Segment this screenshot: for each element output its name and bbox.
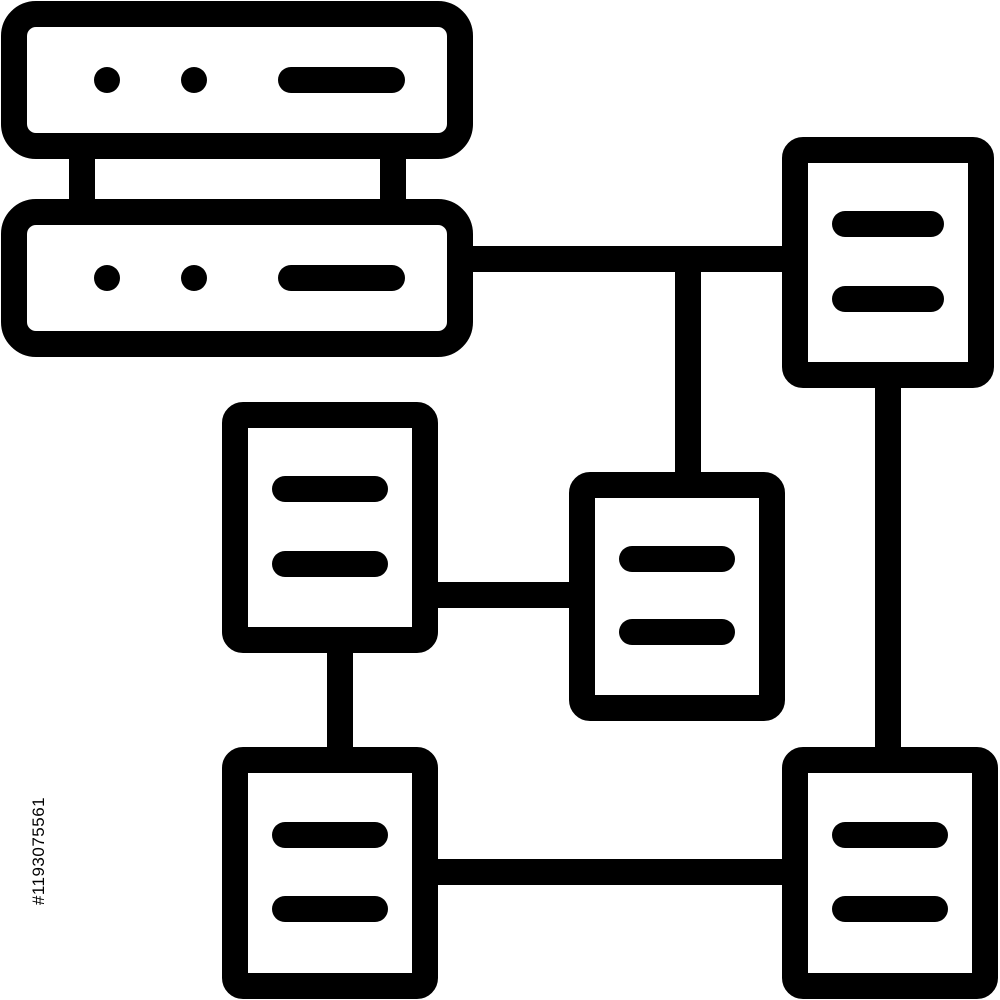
node-middle [569, 472, 785, 721]
node-box [782, 137, 994, 388]
server-unit-body [1, 199, 473, 357]
status-light-icon [94, 67, 120, 93]
status-light-icon [94, 265, 120, 291]
server-unit-body [1, 1, 473, 159]
node-box [222, 402, 438, 653]
node-bottom-right [782, 747, 998, 999]
server-unit-bottom [1, 199, 473, 357]
node-top-right [782, 137, 994, 388]
server-stack [1, 1, 473, 357]
node-box [782, 747, 998, 999]
document-nodes [222, 137, 998, 999]
status-light-icon [181, 265, 207, 291]
node-bottom-left [222, 747, 438, 999]
node-box [569, 472, 785, 721]
node-left [222, 402, 438, 653]
status-light-icon [181, 67, 207, 93]
server-unit-top [1, 1, 473, 159]
connector-lines [327, 246, 901, 885]
stock-id-watermark: #1193075561 [29, 796, 48, 906]
node-box [222, 747, 438, 999]
